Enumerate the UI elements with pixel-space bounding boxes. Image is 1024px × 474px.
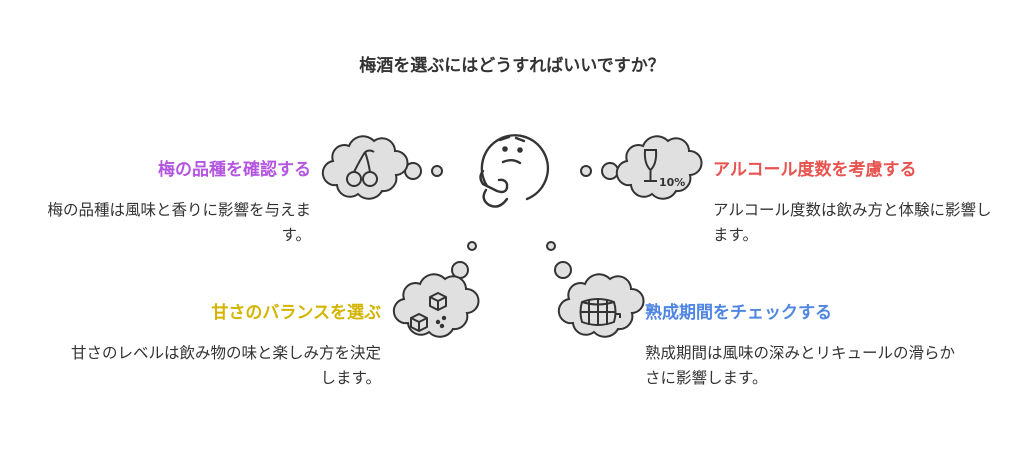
topic-title-sweet: 甘さのバランスを選ぶ — [211, 303, 381, 323]
topic-title-alcohol: アルコール度数を考慮する — [713, 160, 917, 180]
bubble-right-large — [601, 162, 619, 180]
thought-bubbles — [404, 162, 619, 279]
wine-glass-percent-icon — [643, 149, 658, 182]
cloud-plum — [321, 135, 409, 200]
cloud-aging — [557, 273, 645, 338]
topic-title-plum: 梅の品種を確認する — [158, 160, 311, 180]
cherries-icon — [346, 149, 378, 187]
barrel-icon — [579, 298, 621, 326]
cloud-sweet — [392, 273, 480, 338]
sugar-cubes-icon — [410, 292, 447, 332]
bubble-bl-small — [467, 241, 477, 251]
thinking-face-icon — [479, 134, 550, 208]
percent-label: 10% — [659, 176, 685, 189]
central-question: 梅酒を選ぶにはどうすればいいですか？ — [359, 56, 665, 76]
bubble-br-small — [546, 241, 556, 251]
topic-title-aging: 熟成期間をチェックする — [645, 303, 832, 323]
topic-body-sweet: 甘さのレベルは飲み物の味と楽しみ方を決定します。 — [70, 344, 381, 387]
topic-body-alcohol: アルコール度数は飲み方と体験に影響します。 — [713, 201, 992, 244]
bubble-right-small — [580, 165, 592, 177]
topic-body-aging: 熟成期間は風味の深みとリキュールの滑らかさに影響します。 — [645, 344, 956, 387]
topic-body-plum: 梅の品種は風味と香りに影響を与えます。 — [47, 201, 311, 244]
bubble-left-small — [431, 165, 443, 177]
cloud-alcohol: 10% — [615, 135, 703, 200]
bubble-br-large — [554, 261, 572, 279]
